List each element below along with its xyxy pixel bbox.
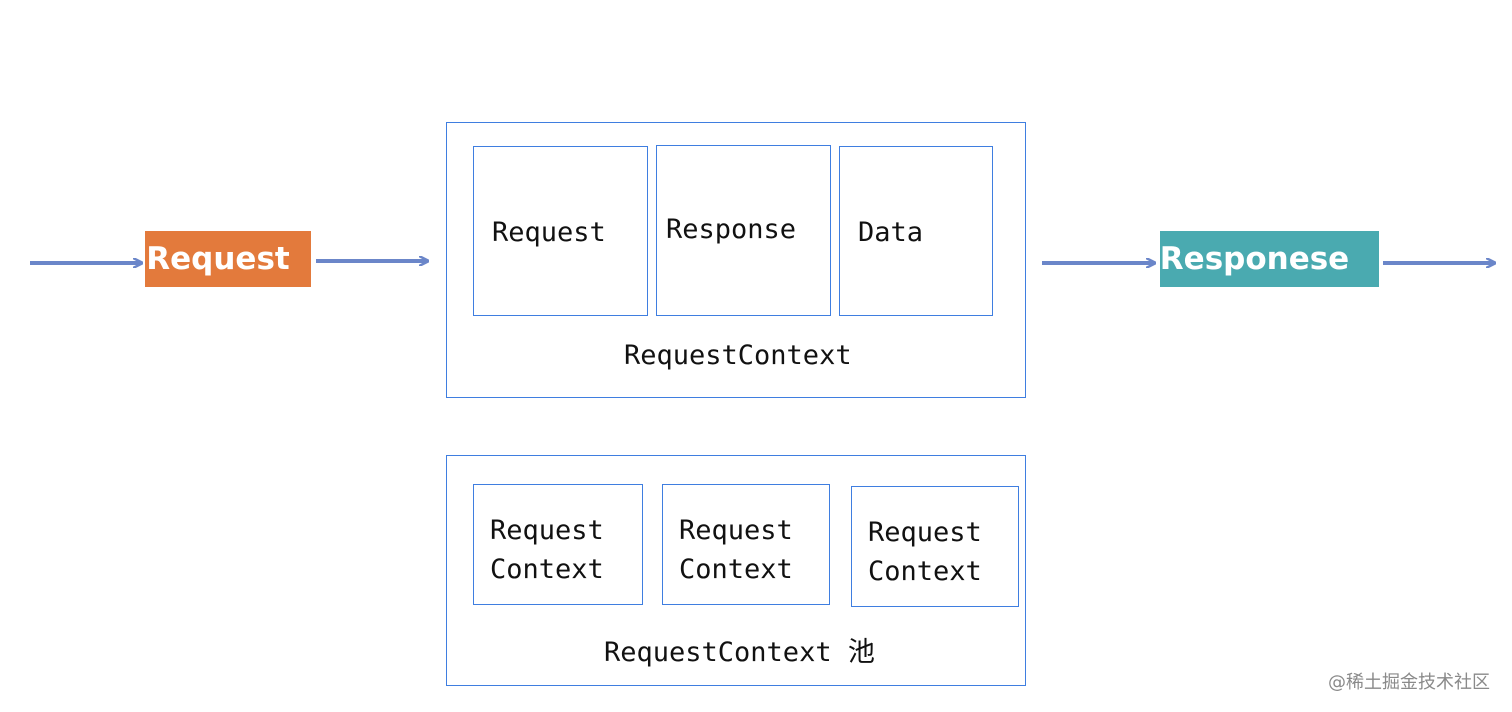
context-box-data: Data xyxy=(839,146,993,316)
request-node-label: Request xyxy=(146,241,290,277)
pool-item-line1: Request xyxy=(868,517,982,548)
pool-item-1: Request Context xyxy=(473,484,643,605)
pool-item-label: Request Context xyxy=(490,511,630,589)
pool-item-line2: Context xyxy=(490,554,604,585)
request-node: Request xyxy=(145,231,311,287)
response-node-label: Responese xyxy=(1159,241,1350,277)
pool-item-line2: Context xyxy=(868,556,982,587)
context-box-label: Request xyxy=(492,217,606,248)
pool-item-2: Request Context xyxy=(662,484,830,605)
source-watermark: @稀土掘金技术社区 xyxy=(1328,672,1490,693)
context-box-request: Request xyxy=(473,146,648,316)
request-context-pool-caption: RequestContext 池 xyxy=(604,637,875,668)
request-context-caption: RequestContext xyxy=(624,340,852,371)
pool-item-label: Request Context xyxy=(679,511,819,589)
pool-item-3: Request Context xyxy=(851,486,1019,607)
pool-item-line1: Request xyxy=(679,515,793,546)
pool-item-line1: Request xyxy=(490,515,604,546)
pool-item-line2: Context xyxy=(679,554,793,585)
request-context-pool-frame xyxy=(446,455,1026,686)
request-context-frame xyxy=(446,122,1026,398)
context-box-response: Response xyxy=(656,145,831,316)
context-box-label: Response xyxy=(666,214,797,245)
pool-item-label: Request Context xyxy=(868,513,1008,591)
response-node: Responese xyxy=(1160,231,1379,287)
context-box-label: Data xyxy=(858,217,924,248)
